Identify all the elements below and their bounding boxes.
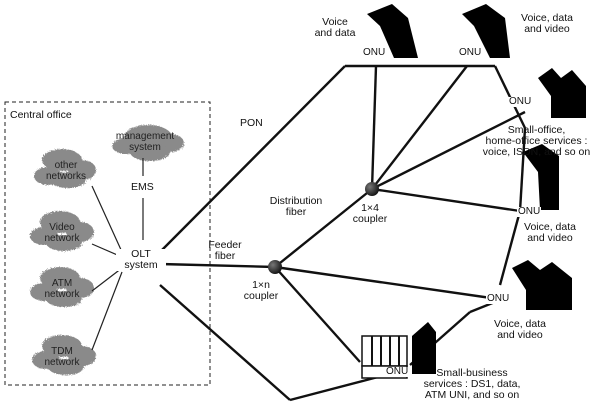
small-business-services-label: Small-business services : DS1, data, ATM… <box>423 367 521 401</box>
building-soho <box>538 68 586 118</box>
building-voice-data-video-mid <box>523 144 559 210</box>
voice-data-video-mid-label: Voice, data and video <box>524 221 576 244</box>
one-by-n-coupler-label: 1×n coupler <box>243 279 279 302</box>
onu-label-business: ONU <box>385 366 410 377</box>
building-voice-data-video-top <box>462 4 510 58</box>
ems-label: EMS <box>131 181 154 193</box>
central-office-box <box>4 101 211 386</box>
feeder-fiber-label: Feeder fiber <box>208 239 242 262</box>
fiber-links <box>159 64 527 402</box>
building-small-business <box>412 322 436 374</box>
soho-services-label: Small-office, home-office services : voi… <box>482 124 591 158</box>
voice-data-top-label: Voice and data <box>314 16 356 39</box>
one-by-four-coupler-label: 1×4 coupler <box>352 202 388 225</box>
tdm-network-cloud <box>32 335 96 375</box>
management-system-cloud <box>112 125 184 161</box>
pon-label: PON <box>240 117 263 129</box>
onu-label-low: ONU <box>486 293 511 304</box>
video-network-cloud <box>30 211 94 251</box>
atm-network-label: ATM network <box>44 278 80 300</box>
building-voice-data-video-low <box>512 260 572 310</box>
onu-label-mid: ONU <box>517 206 542 217</box>
management-system-label: management system <box>115 131 175 153</box>
video-network-label: Video network <box>44 222 80 244</box>
other-networks-label: other networks <box>45 160 86 182</box>
tdm-network-label: TDM network <box>44 346 80 368</box>
one-by-n-coupler-dot <box>268 260 282 274</box>
olt-system-label: OLT system <box>116 249 166 271</box>
voice-data-video-low-label: Voice, data and video <box>494 318 546 341</box>
onu-label-top-left: ONU <box>362 47 387 58</box>
internal-links <box>91 158 144 351</box>
central-office-title: Central office <box>10 109 72 121</box>
buildings <box>367 4 586 374</box>
onu-label-top-right: ONU <box>458 47 483 58</box>
other-networks-cloud <box>34 149 96 188</box>
building-voice-data <box>367 4 418 58</box>
distribution-fiber-label: Distribution fiber <box>269 195 323 218</box>
onu-label-soho: ONU <box>508 96 533 107</box>
atm-network-cloud <box>30 267 94 307</box>
voice-data-video-top-label: Voice, data and video <box>521 12 573 35</box>
one-by-four-coupler-dot <box>365 182 379 196</box>
